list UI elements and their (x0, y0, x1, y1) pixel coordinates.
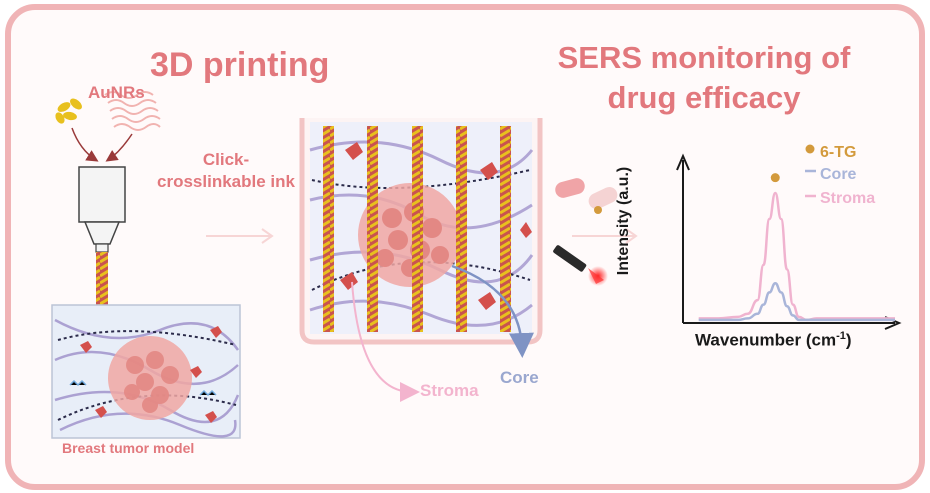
x-axis-label-end: ) (845, 330, 852, 350)
y-axis-label: Intensity (a.u.) (615, 166, 632, 276)
label-ink: Click- crosslinkable ink (146, 149, 306, 193)
arrow-aunr-icon (71, 127, 99, 162)
x-axis-label: Wavenumber (cm-1) (695, 330, 852, 351)
core-arrow-icon (451, 264, 534, 358)
laser-icon (553, 245, 608, 286)
drug-capsule-icon (555, 178, 618, 214)
y-axis-arrow-icon (676, 153, 690, 171)
process-arrow-2-head-icon (625, 228, 638, 244)
x-axis-label-sup: -1 (836, 330, 846, 342)
legend-core-label: Core (820, 166, 857, 183)
breast-tumor-model-icon (51, 304, 241, 439)
label-stroma: Stroma (420, 381, 479, 400)
sers-spectrum-chart (676, 144, 902, 330)
title-sers: SERS monitoring of drug efficacy (548, 38, 860, 118)
title-3d-printing: 3D printing (150, 46, 330, 84)
gold-nanorods-icon (55, 98, 82, 124)
series-line-stroma (698, 191, 895, 322)
label-core: Core (500, 368, 539, 387)
printer-nozzle-icon (78, 166, 126, 253)
title-sers-line2: drug efficacy (607, 80, 801, 115)
polymer-strands-icon (104, 91, 161, 131)
legend-6tg-label: 6-TG (820, 144, 857, 161)
legend-stroma-label: Stroma (820, 190, 876, 207)
printed-construct-icon (299, 118, 543, 345)
process-arrow-1-head-icon (261, 228, 274, 244)
title-sers-line1: SERS monitoring of (557, 40, 851, 75)
legend-6tg-marker (805, 144, 815, 154)
arrow-ink-icon (105, 133, 133, 162)
label-ink-line2: crosslinkable ink (157, 172, 295, 191)
label-ink-line1: Click- (202, 150, 250, 169)
x-axis-label-main: Wavenumber (cm (695, 330, 837, 350)
label-breast-tumor-model: Breast tumor model (62, 440, 195, 456)
stroma-arrow-icon (351, 281, 420, 402)
series-line-core (698, 281, 895, 322)
label-aunrs: AuNRs (88, 83, 145, 102)
peak-marker-6tg (770, 173, 780, 183)
